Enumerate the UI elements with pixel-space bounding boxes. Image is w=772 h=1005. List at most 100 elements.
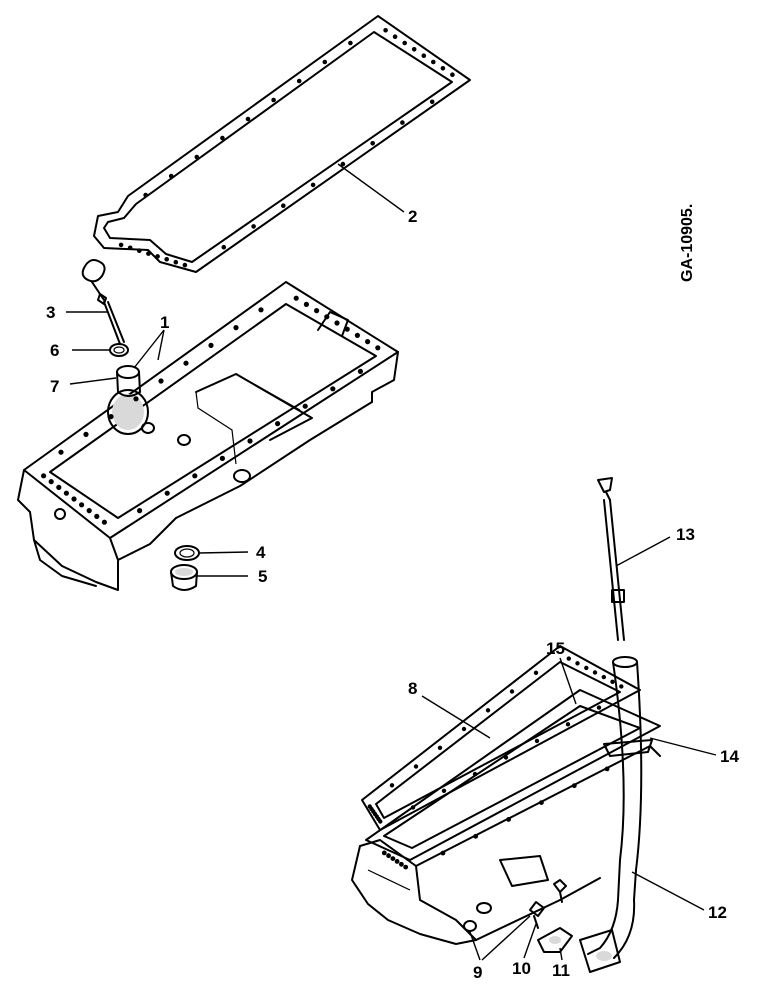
dipstick-upper — [81, 259, 125, 345]
callout-4: 4 — [256, 543, 266, 562]
bolt-hole — [375, 345, 381, 351]
bolt-hole — [440, 850, 446, 856]
bolt-hole — [367, 804, 372, 809]
bolt-hole — [365, 339, 371, 345]
bolt-hole — [601, 674, 606, 680]
bolt-hole — [137, 508, 143, 514]
bolt-hole — [127, 245, 133, 251]
bolt-hole — [394, 859, 400, 864]
bolt-hole — [63, 490, 69, 496]
bolt-hole — [411, 47, 417, 52]
bolt-hole — [245, 116, 251, 122]
bolt-hole — [400, 120, 405, 125]
callout-12: 12 — [708, 903, 727, 922]
gasket-lower — [361, 645, 641, 831]
bolt-hole — [431, 59, 436, 65]
callout-15: 15 — [546, 639, 565, 658]
oil-sump-lower — [351, 745, 661, 945]
bolt-hole — [485, 708, 491, 713]
callout-9: 9 — [473, 963, 482, 982]
bolt-hole — [183, 360, 189, 366]
bolt-hole — [381, 850, 387, 856]
bolt-hole — [158, 378, 164, 384]
bolt-hole — [429, 99, 435, 105]
bolt-hole — [421, 53, 427, 58]
callout-14: 14 — [720, 747, 739, 766]
bolt-hole — [56, 484, 62, 490]
bolt-hole — [473, 833, 479, 839]
bolt-hole — [509, 689, 515, 694]
bolt-hole — [619, 684, 624, 689]
callout-2: 2 — [408, 207, 417, 226]
sealing-ring-upper — [109, 343, 129, 357]
bolt-hole — [71, 496, 77, 502]
callout-labels: 1 2 3 4 5 6 7 8 9 10 11 12 13 14 15 — [46, 207, 739, 982]
callout-6: 6 — [50, 341, 59, 360]
bolt-hole — [310, 182, 316, 188]
bolt-hole — [296, 78, 302, 84]
leader-lines — [66, 163, 717, 961]
bolt-hole — [251, 224, 256, 229]
cover-gasket — [537, 927, 573, 953]
bolt-hole — [281, 203, 286, 208]
bolt-hole — [194, 154, 200, 160]
bolt-hole — [208, 342, 214, 348]
bolt-hole — [354, 332, 360, 338]
callout-1: 1 — [160, 313, 169, 332]
bolt-hole — [293, 295, 299, 301]
bolt-hole — [182, 262, 188, 268]
bolt-hole — [258, 307, 264, 313]
bolt-hole — [437, 745, 443, 750]
bolt-hole — [334, 320, 340, 326]
bolt-hole — [575, 661, 580, 666]
bolt-hole — [220, 135, 225, 141]
bolt-hole — [137, 248, 142, 253]
dipstick-guide-tube — [579, 656, 653, 973]
bolt-hole — [539, 800, 544, 805]
callout-8: 8 — [408, 679, 417, 698]
bolt-hole — [233, 325, 239, 331]
dipstick-lower — [597, 477, 625, 641]
drawing-ref-code: GA-10905. — [679, 204, 696, 282]
bolt-hole — [370, 141, 376, 146]
bolt-hole — [108, 414, 114, 420]
bolt-hole — [390, 856, 396, 861]
bolt-hole — [584, 665, 589, 671]
bolt-hole — [324, 314, 330, 320]
bolt-hole — [192, 473, 198, 479]
bolt-hole — [155, 254, 160, 259]
bolt-pair — [529, 879, 567, 929]
bolt-hole — [441, 788, 447, 793]
bolt-hole — [604, 766, 610, 772]
bolt-hole — [48, 479, 54, 485]
bolt-hole — [344, 326, 350, 332]
bolt-hole — [403, 864, 409, 870]
callout-10: 10 — [512, 959, 531, 978]
bolt-hole — [461, 726, 467, 732]
bolt-hole — [41, 473, 47, 479]
intermediate-plate — [365, 689, 661, 861]
bolt-hole — [94, 513, 100, 520]
bolt-hole — [386, 853, 391, 859]
bolt-hole — [348, 40, 353, 46]
bolt-hole — [322, 59, 328, 65]
bolt-hole — [440, 66, 446, 71]
callout-7: 7 — [50, 377, 59, 396]
bolt-hole — [58, 449, 64, 455]
bolt-hole — [302, 403, 308, 409]
bolt-hole — [533, 670, 539, 675]
bolt-hole — [402, 40, 408, 46]
bolt-hole — [133, 396, 139, 402]
bolt-hole — [271, 97, 276, 103]
bolt-hole — [221, 244, 227, 250]
filler-tube — [116, 365, 141, 397]
bolt-hole — [303, 301, 309, 307]
bolt-hole — [534, 738, 540, 744]
drain-plug-sealing-ring — [174, 545, 200, 561]
bolt-hole — [610, 679, 615, 684]
callout-5: 5 — [258, 567, 267, 586]
bolt-hole — [118, 242, 124, 248]
bolt-hole — [330, 386, 336, 392]
